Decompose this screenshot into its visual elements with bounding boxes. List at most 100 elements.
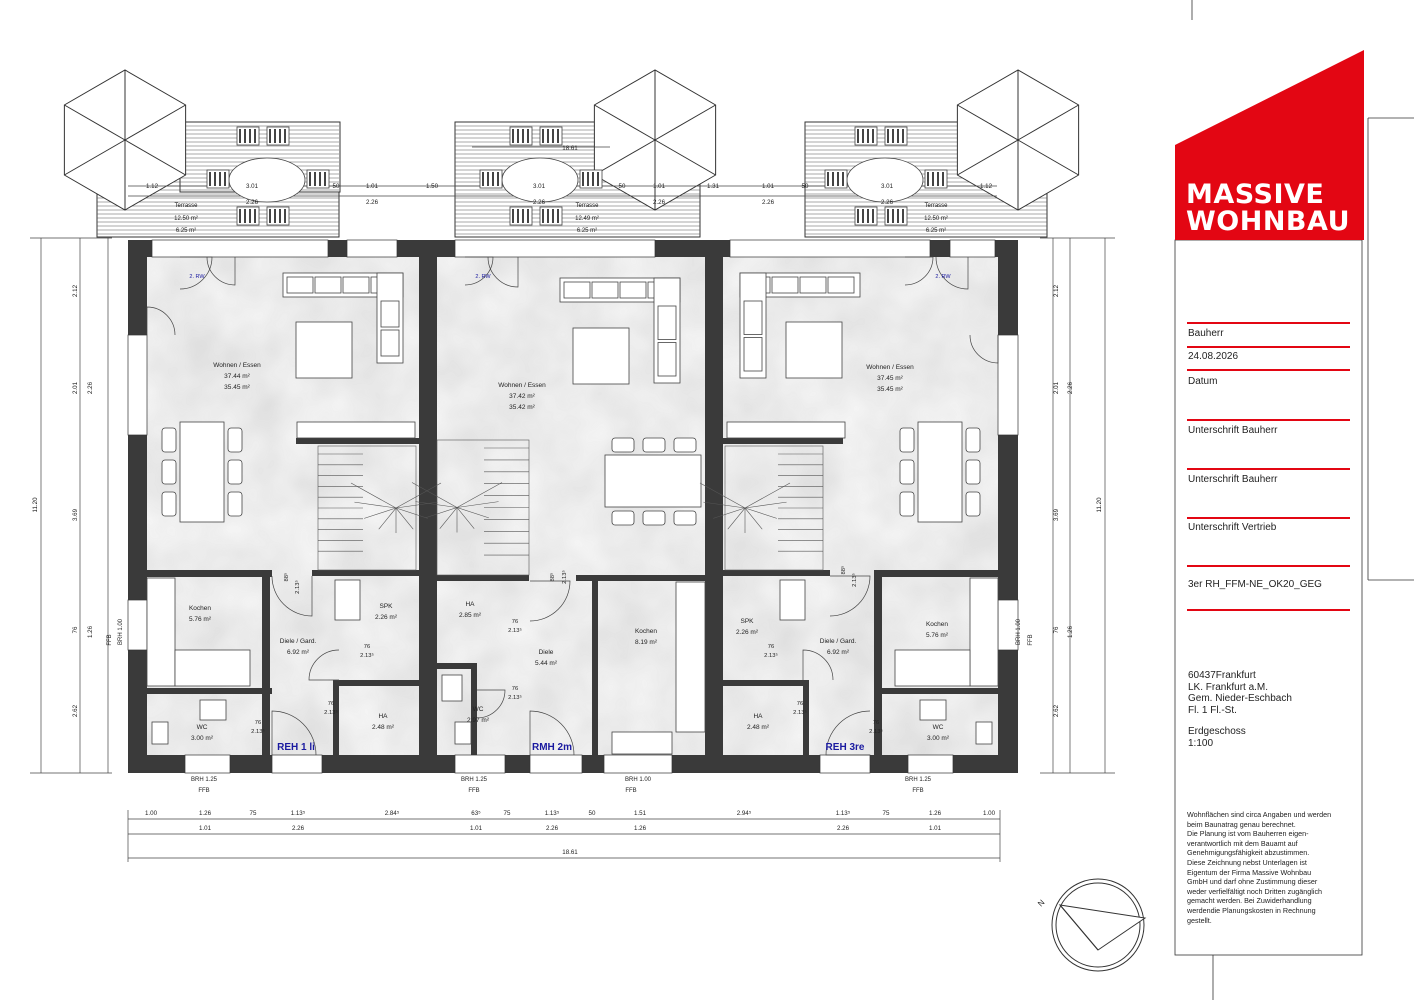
door-dim: 76 [364, 644, 370, 650]
dim-label: 2.26 [292, 825, 305, 832]
terrace-label: Terrasse [575, 203, 599, 209]
terrace-area: 6.25 m² [577, 228, 597, 234]
dim-label: 75 [883, 810, 890, 817]
furniture [146, 126, 999, 755]
dim-label: 3.69 [1053, 508, 1060, 521]
room-area: 5.76 m² [189, 616, 212, 623]
ffb-label: FFB [468, 788, 479, 794]
hex-dormers [63, 69, 1080, 211]
room-name-hall: Diele / Gard. [820, 638, 857, 645]
stair-dim: 88⁵ [283, 572, 290, 581]
disclaimer-line: weder verfielfältigt noch Dritten zugäng… [1187, 886, 1323, 896]
terrace-label: Terrasse [924, 203, 948, 209]
room-name-ha: HA [378, 713, 388, 720]
room-area: 2.97 m² [467, 717, 490, 724]
dim-label: 18.61 [562, 849, 578, 856]
dim-label: 1.01 [199, 825, 212, 832]
signature-bauherr-2-label: Unterschrift Bauherr [1188, 474, 1278, 485]
door-height: 2.13⁵ [324, 709, 338, 716]
brand-line-1: MASSIVE [1186, 179, 1325, 210]
room-area: 2.26 m² [375, 614, 398, 621]
disclaimer-line: verantwortlich mit dem Bauamt auf [1187, 838, 1298, 848]
disclaimer-line: Wohnflächen sind circa Angaben und werde… [1187, 810, 1332, 819]
dim-label: 1.00 [983, 810, 996, 817]
dim-label: 1.01 [470, 825, 483, 832]
room-area: 37.44 m² [224, 373, 250, 380]
disclaimer-line: gestellt. [1187, 915, 1212, 925]
room-area: 37.42 m² [509, 393, 535, 400]
door-height: 2.13⁵ [508, 694, 522, 701]
dim-label: 75 [504, 810, 511, 817]
stair-dim: 88⁵ [840, 565, 847, 574]
signature-bauherr-1-label: Unterschrift Bauherr [1188, 425, 1278, 436]
dim-label: 2.84⁵ [385, 810, 400, 817]
address-block: 60437Frankfurt LK. Frankfurt a.M. Gem. N… [1188, 670, 1292, 716]
brand-line-2: WOHNBAU [1186, 206, 1350, 237]
address-line: Gem. Nieder-Eschbach [1188, 693, 1292, 704]
door-dim: 76 [768, 644, 774, 650]
compass-north-label: N [1036, 898, 1047, 909]
terrace-area: 6.25 m² [926, 228, 946, 234]
terrace-area: 12.49 m² [575, 216, 599, 222]
disclaimer-line: Die Planung ist vom Bauherren eigen- [1187, 829, 1309, 839]
room-name-wc: WC [197, 724, 208, 731]
room-name-spk: SPK [740, 618, 754, 625]
dim-label: 2.94⁵ [737, 810, 752, 817]
dim-label: 50 [589, 810, 596, 817]
dim-label: 2.01 [1053, 381, 1060, 394]
signature-vertrieb-label: Unterschrift Vertrieb [1188, 522, 1277, 533]
room-area: 3.00 m² [191, 735, 214, 742]
room-name-hall: Diele / Gard. [280, 638, 317, 645]
date-label: Datum [1188, 376, 1218, 387]
disclaimer-line: Diese Zeichnung nebst Unterlagen ist [1187, 857, 1307, 867]
dim-label: 1.26 [87, 625, 94, 638]
ffb-label: FFB [625, 788, 636, 794]
door-height: 2.13⁵ [793, 709, 807, 716]
terrace-area: 12.50 m² [174, 216, 198, 222]
window-label: 2. RW [475, 274, 491, 280]
dim-label: 2.26 [1067, 381, 1074, 394]
door-dim: 76 [873, 720, 879, 726]
dim-label: 2.26 [533, 199, 546, 206]
dim-label: 1.26 [929, 810, 942, 817]
dim-label: 3.01 [881, 183, 894, 190]
floor-scale: Erdgeschoss 1:100 [1188, 726, 1246, 749]
stairs [317, 439, 824, 576]
bottom-dimensions [127, 810, 1001, 862]
dim-label: 1.26 [1067, 625, 1074, 638]
address-line: 60437Frankfurt [1188, 670, 1256, 681]
room-area: 6.92 m² [287, 649, 310, 656]
dim-label: 2.26 [546, 825, 559, 832]
terrace-area: 12.50 m² [924, 216, 948, 222]
dim-label: 2.26 [837, 825, 850, 832]
room-area: 5.44 m² [535, 660, 558, 667]
dim-label: 1.51 [634, 810, 647, 817]
brh-label: BRH 1.00 [625, 777, 652, 783]
room-name-kitchen: Kochen [635, 628, 657, 635]
disclaimer-line: beim Baunatrag genau berechnet. [1187, 819, 1296, 829]
room-name-living: Wohnen / Essen [866, 364, 914, 371]
room-area: 5.76 m² [926, 632, 949, 639]
address-line: Fl. 1 Fl.-St. [1188, 704, 1237, 716]
dim-label: 1.00 [145, 810, 158, 817]
door-height: 2.13⁵ [360, 652, 374, 659]
dim-label: 75 [250, 810, 257, 817]
room-name-spk: SPK [379, 603, 393, 610]
door-height: 2.13⁵ [251, 728, 265, 735]
dim-label: 1.01 [762, 183, 775, 190]
room-name-kitchen: Kochen [189, 605, 211, 612]
dim-label: 2.62 [72, 704, 79, 717]
room-name-wc: WC [933, 724, 944, 731]
dim-label: 1.01 [929, 825, 942, 832]
room-area: 35.42 m² [509, 404, 535, 411]
dim-label: 2.12 [1053, 284, 1060, 297]
ffb-label: FFB [1028, 634, 1034, 645]
terrace-label: Terrasse [174, 203, 198, 209]
dim-label: 1.26 [634, 825, 647, 832]
address-line: LK. Frankfurt a.M. [1188, 681, 1269, 693]
dim-label: 63⁵ [471, 810, 481, 817]
door-height: 2.13⁵ [869, 728, 883, 735]
dim-label: 1.13⁵ [291, 810, 306, 817]
